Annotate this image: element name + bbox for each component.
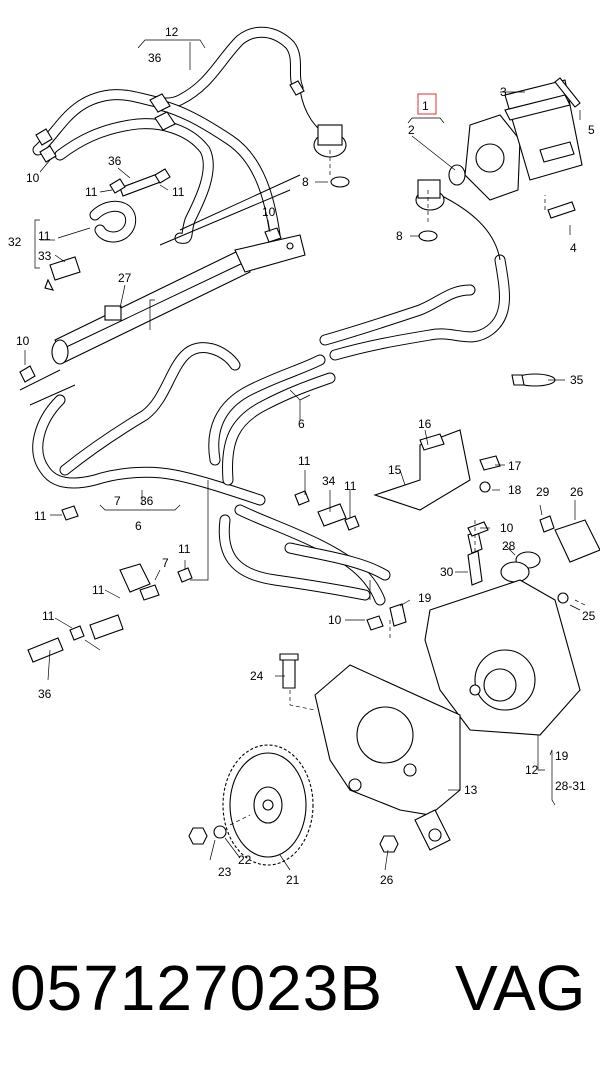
callout: 11 [38,229,51,243]
callout: 3 [500,85,507,99]
callout: 23 [218,865,232,879]
callout: 11 [172,185,185,199]
callout: 33 [38,249,52,263]
hose-clamp [511,373,556,387]
clips-and-parts [19,168,360,663]
callout: 11 [85,185,98,199]
callout: 6 [298,417,305,431]
hose-network [32,26,510,606]
callout: 5 [588,123,595,137]
callout: 10 [262,205,276,219]
callout: 11 [92,583,105,597]
callout: 28-31 [555,779,586,793]
callout: 36 [108,154,122,168]
mounting-bracket [373,429,600,604]
caption: 057127023B VAG [0,938,600,1048]
callout: 11 [42,609,55,623]
high-pressure-pump [366,521,581,736]
callout: 35 [570,373,584,387]
highlight-box [417,93,437,115]
callout: 36 [38,687,52,701]
callout: 12 [525,763,539,777]
callout: 26 [380,873,394,887]
cooler-tube [51,234,306,365]
brand-name: VAG [455,952,586,1024]
part-number: 057127023B [10,952,384,1024]
callout: 22 [238,853,252,867]
callout: 1 [422,99,429,113]
callout: 11 [34,509,47,523]
callout: 10 [26,171,40,185]
callout: 10 [328,613,342,627]
vacuum-pump-assembly [448,77,583,219]
callout: 27 [118,271,132,285]
callout: 11 [298,454,311,468]
callout: 7 [162,556,169,570]
callout: 6 [135,519,142,533]
leader-lines [24,39,581,871]
callout: 11 [178,542,191,556]
callout: 10 [16,334,30,348]
callout: 30 [440,565,454,579]
callout: 19 [418,591,432,605]
callout: 25 [582,609,596,623]
callout: 34 [322,474,336,488]
callout: 26 [570,485,584,499]
callout: 36 [140,494,154,508]
callout: 17 [508,459,522,473]
callout: 36 [148,51,162,65]
callout: 28 [502,539,516,553]
callout: 32 [8,235,22,249]
exploded-parts-diagram: 12 36 1 2 3 5 4 8 8 10 36 11 11 10 32 11… [8,25,600,887]
callout: 15 [388,463,402,477]
callout: 29 [536,485,550,499]
callout: 7 [114,494,121,508]
callout: 10 [500,521,514,535]
callout: 18 [508,483,522,497]
bracket-lines [19,150,586,826]
drive-sprocket [188,744,314,866]
callout: 19 [555,749,569,763]
callout: 8 [396,229,403,243]
callout: 21 [286,873,300,887]
callout: 24 [250,669,264,683]
callout: 4 [570,241,577,255]
callout: 12 [165,25,179,39]
top-left-fittings [35,80,445,242]
callout: 16 [418,417,432,431]
pump-mounting-bracket [279,653,461,853]
callout: 2 [408,123,415,137]
callout-labels: 12 36 1 2 3 5 4 8 8 10 36 11 11 10 32 11… [8,25,596,887]
callout: 11 [344,479,357,493]
callout: 13 [464,783,478,797]
callout: 8 [302,175,309,189]
